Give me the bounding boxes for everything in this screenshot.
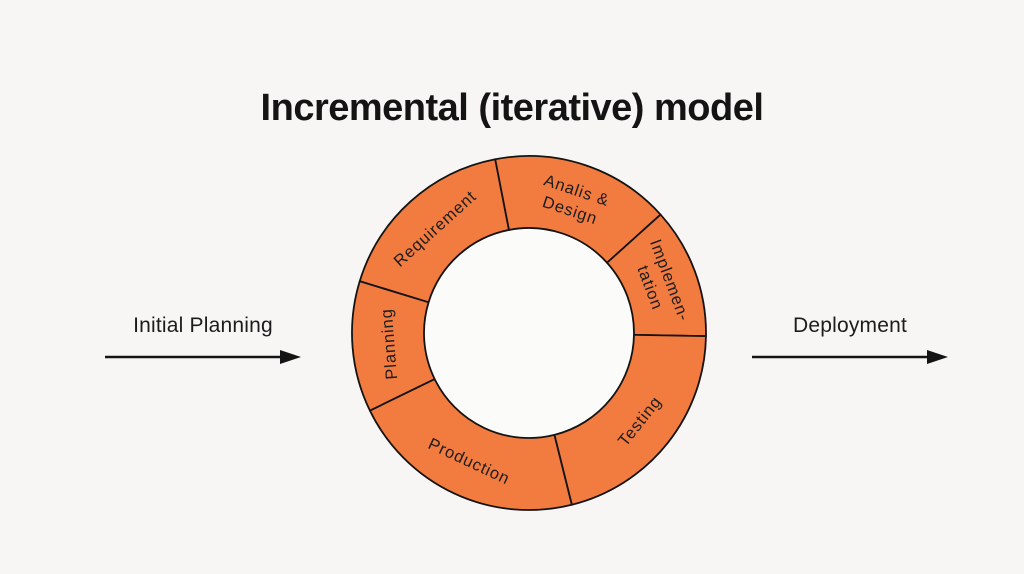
initial-planning-label: Initial Planning	[133, 314, 273, 337]
arrow-head	[927, 350, 948, 364]
ring-segment-analysis-design	[494, 155, 662, 264]
ring-hole	[424, 228, 634, 438]
ring-segment-label-planning: Planning	[378, 308, 402, 381]
right-arrow-icon	[105, 350, 301, 364]
ring-segment-implementation	[606, 213, 707, 337]
deployment-label: Deployment	[792, 314, 908, 337]
arrow-head	[280, 350, 301, 364]
ring-segment-production	[369, 378, 573, 511]
ring-segment-planning	[351, 280, 436, 412]
page-title: Incremental (iterative) model	[260, 87, 764, 130]
right-arrow-icon	[752, 350, 948, 364]
initial-planning-flow: Initial Planning	[105, 311, 301, 366]
deployment-flow: Deployment	[752, 311, 948, 366]
ring-segment-testing	[553, 333, 707, 506]
